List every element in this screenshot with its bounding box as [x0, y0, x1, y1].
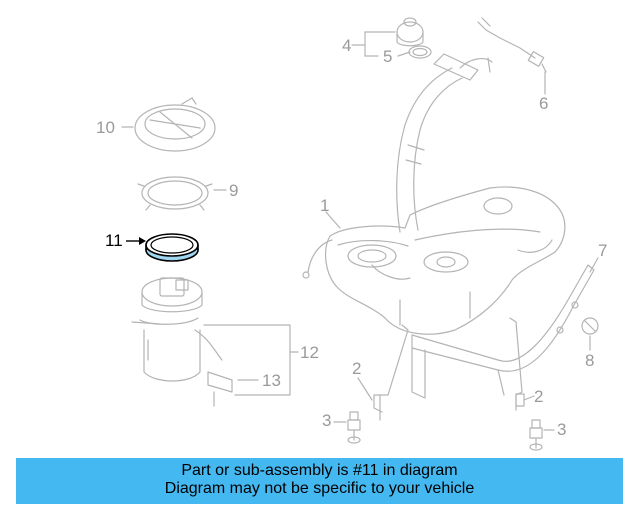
callout-11[interactable]: 11 — [105, 231, 123, 250]
info-banner: Part or sub-assembly is #11 in diagram D… — [16, 458, 623, 504]
tank-strap — [411, 264, 595, 399]
callout-2-left: 2 — [352, 359, 362, 378]
callout-13: 13 — [262, 371, 281, 390]
fuel-tank — [302, 186, 566, 335]
plug — [581, 317, 599, 335]
bolt-left — [347, 411, 361, 444]
fuel-pump-module — [131, 277, 233, 407]
callout-3-left: 3 — [322, 411, 332, 430]
cap-seal — [408, 45, 432, 59]
filler-neck — [396, 53, 493, 233]
fuel-cap — [396, 17, 424, 47]
banner-line-part: Part or sub-assembly is #11 in diagram — [181, 462, 458, 479]
callout-6: 6 — [539, 94, 549, 113]
callout-11-arrow — [126, 237, 146, 245]
callout-5: 5 — [383, 47, 393, 66]
bolt-right — [529, 419, 543, 451]
callout-10: 10 — [96, 118, 115, 137]
leader-lines — [121, 31, 599, 431]
callout-12: 12 — [300, 343, 319, 362]
banner-line-disclaimer: Diagram may not be specific to your vehi… — [164, 480, 475, 497]
callout-2-right: 2 — [534, 387, 544, 406]
seal-ring-highlighted[interactable] — [145, 233, 199, 262]
lock-ring — [137, 176, 213, 211]
callout-3-right: 3 — [557, 420, 567, 439]
vent-hose — [477, 17, 547, 73]
cover — [134, 97, 216, 152]
callout-7: 7 — [598, 241, 608, 260]
bracket-left — [373, 324, 409, 421]
callout-8: 8 — [585, 351, 595, 370]
bracket-right — [509, 317, 525, 411]
callout-9: 9 — [229, 181, 239, 200]
callout-1: 1 — [320, 196, 330, 215]
callout-4: 4 — [342, 36, 352, 55]
